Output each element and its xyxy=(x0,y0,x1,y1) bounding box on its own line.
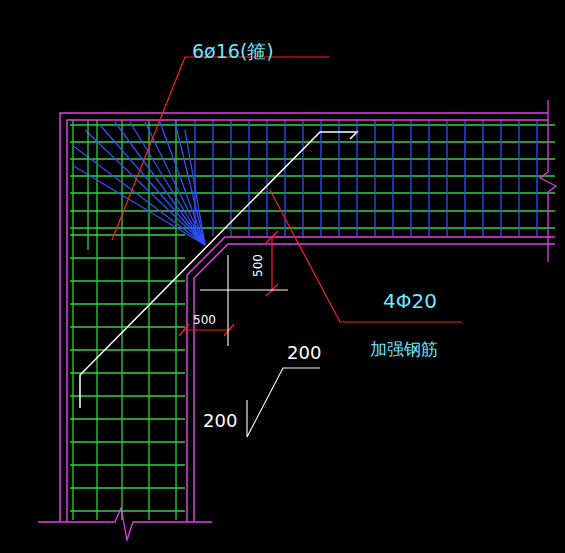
rebar-line xyxy=(70,372,185,373)
rebar-line xyxy=(72,165,205,245)
rebar-line xyxy=(410,120,411,236)
rebar-line xyxy=(100,125,205,245)
dimension-text: 200 xyxy=(203,412,237,430)
rebar-line xyxy=(230,120,231,236)
rebar-line xyxy=(212,120,213,236)
rebar-line xyxy=(536,120,537,236)
rebar-line xyxy=(320,120,321,236)
rebar-line xyxy=(160,122,205,245)
rebar-line xyxy=(70,303,185,304)
rebar-line xyxy=(70,175,555,176)
dimension-text: 500 xyxy=(193,314,216,326)
rebar-line xyxy=(446,120,447,236)
rebar-line xyxy=(70,257,185,258)
rebar-line xyxy=(464,120,465,236)
rebar-line xyxy=(121,120,122,520)
rebar-line xyxy=(70,487,185,488)
rebar-line xyxy=(70,210,555,211)
rebar-line xyxy=(518,120,519,236)
rebar-line xyxy=(130,122,205,245)
rebar-line xyxy=(70,441,185,442)
rebar-line xyxy=(70,280,185,281)
bar-callout: 4Φ20 xyxy=(383,291,437,311)
rebar-line xyxy=(500,120,501,236)
rebar-line xyxy=(72,120,73,520)
rebar-line xyxy=(175,120,176,520)
rebar-line xyxy=(115,122,205,245)
rebar-line xyxy=(392,120,393,236)
rebar-line xyxy=(70,464,185,465)
rebar-line xyxy=(70,395,185,396)
rebar-line xyxy=(248,120,249,236)
rebar-line xyxy=(70,510,185,511)
rebar-line xyxy=(338,120,339,236)
rebar-line xyxy=(70,418,185,419)
rebar-line xyxy=(185,130,205,245)
rebar-line xyxy=(302,120,303,236)
rebar-line xyxy=(70,192,555,193)
rebar-line xyxy=(70,234,185,235)
rebar-line xyxy=(374,120,375,236)
rebar-line xyxy=(87,120,88,250)
rebar-line xyxy=(70,349,185,350)
rebar-line xyxy=(266,120,267,236)
stirrup-callout: 6ø16(箍) xyxy=(192,42,274,61)
rebar-line xyxy=(428,120,429,236)
rebar-line xyxy=(70,227,555,228)
bar-note: 加强钢筋 xyxy=(370,341,438,358)
rebar-line xyxy=(72,145,205,245)
dimension-text: 200 xyxy=(287,344,321,362)
rebar-line xyxy=(70,124,555,125)
dimension-text: 500 xyxy=(252,254,264,277)
rebar-line xyxy=(482,120,483,236)
rebar-line xyxy=(356,120,357,236)
